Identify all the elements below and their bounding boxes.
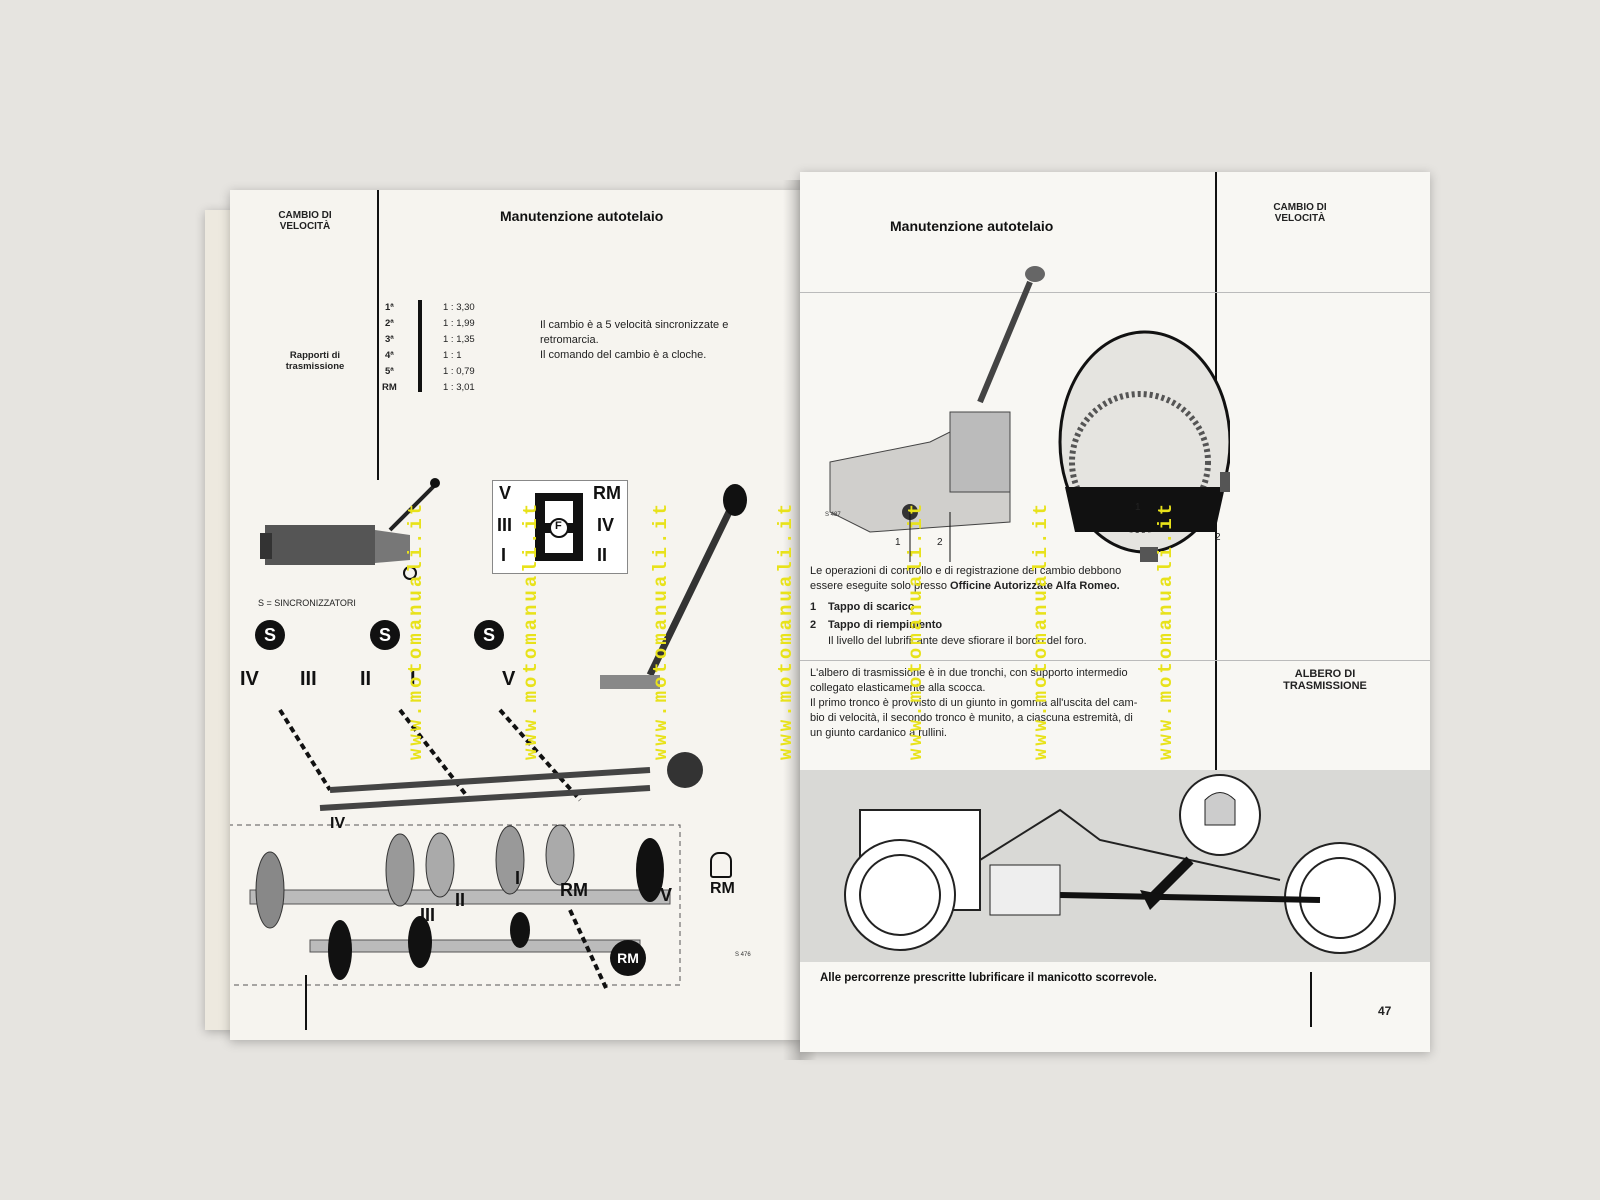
ops-text: Le operazioni di controllo e di registra… bbox=[810, 564, 1230, 594]
shift-pattern-iii: III bbox=[497, 515, 513, 535]
ops-text-line2: essere eseguite solo presso bbox=[810, 580, 951, 592]
shift-pattern-diagram: V RM III IV I II F bbox=[492, 480, 628, 574]
reverse-lamp-icon bbox=[710, 852, 732, 878]
right-section-header: CAMBIO DI VELOCITÀ bbox=[1273, 202, 1327, 224]
shaft-section-header: ALBERO DI TRASMISSIONE bbox=[1283, 668, 1367, 692]
rm-circle: RM bbox=[610, 940, 646, 976]
right-footer-divider bbox=[1310, 972, 1312, 1027]
shift-pattern-v: V bbox=[499, 483, 512, 503]
synchro-1-left: IV bbox=[240, 668, 259, 690]
ratios-label: Rapporti di trasmissione bbox=[285, 350, 345, 372]
gear-label-rm: RM bbox=[560, 880, 588, 900]
shift-pattern-iv: IV bbox=[597, 515, 615, 535]
left-footer-divider bbox=[305, 975, 307, 1030]
synchro-s-2: S bbox=[370, 620, 400, 650]
item-note: Il livello del lubrificante deve sfiorar… bbox=[828, 635, 1087, 647]
synchro-2-left: II bbox=[360, 668, 372, 690]
driveshaft-panel bbox=[800, 770, 1430, 962]
gearbox-side-illustration bbox=[260, 478, 440, 580]
gear-label-iv: IV bbox=[330, 815, 346, 832]
gear-label-v: V bbox=[660, 885, 673, 905]
callout-1a: 1 bbox=[895, 537, 901, 548]
shift-pattern-f: F bbox=[555, 520, 562, 532]
shift-pattern-i: I bbox=[501, 545, 507, 565]
ratio-value-1: 1 : 3,30 bbox=[443, 302, 475, 313]
sync-caption: S = SINCRONIZZATORI bbox=[258, 598, 356, 608]
exploded-gearbox-illustration bbox=[230, 484, 747, 990]
gear-label-ii: II bbox=[455, 890, 466, 910]
shaft-description: L'albero di trasmissione è in due tronch… bbox=[810, 667, 1138, 739]
ratio-value-4: 1 : 1 bbox=[443, 350, 462, 361]
ops-text-authorized: Officine Autorizzate Alfa Romeo. bbox=[950, 580, 1120, 592]
watermark-2: www.motomanuali.it bbox=[520, 500, 542, 760]
ratio-gear-1: 1ª bbox=[385, 302, 394, 313]
callout-1b: 1 bbox=[1135, 502, 1141, 513]
synchro-s-1: S bbox=[255, 620, 285, 650]
callout-2a: 2 bbox=[937, 537, 943, 548]
ratio-value-2: 1 : 1,99 bbox=[443, 318, 475, 329]
ratio-value-5: 1 : 0,79 bbox=[443, 366, 475, 377]
shift-pattern-ii: II bbox=[597, 545, 608, 565]
watermark-3: www.motomanuali.it bbox=[650, 500, 672, 760]
right-header-rule bbox=[800, 292, 1430, 293]
ratio-gear-4: 4ª bbox=[385, 350, 394, 361]
right-fig-code: S 487 bbox=[825, 512, 841, 518]
gear-label-i: I bbox=[515, 868, 521, 888]
ratio-value-rm: 1 : 3,01 bbox=[443, 382, 475, 393]
item-2-number: 2 bbox=[810, 619, 817, 631]
ratio-gear-rm: RM bbox=[382, 382, 397, 393]
watermark-7: www.motomanuali.it bbox=[1155, 500, 1177, 760]
synchro-2-right: I bbox=[410, 668, 416, 690]
watermark-5: www.motomanuali.it bbox=[905, 500, 927, 760]
item-1-number: 1 bbox=[810, 601, 817, 613]
watermark-4: www.motomanuali.it bbox=[775, 500, 797, 760]
left-page: CAMBIO DI VELOCITÀ Manutenzione autotela… bbox=[230, 190, 800, 1040]
left-page-title: Manutenzione autotelaio bbox=[500, 208, 664, 224]
synchro-s-3: S bbox=[474, 620, 504, 650]
gear-label-iii: III bbox=[420, 905, 436, 925]
ops-text-line1: Le operazioni di controllo e di registra… bbox=[810, 565, 1122, 577]
right-page: Manutenzione autotelaio CAMBIO DI VELOCI… bbox=[800, 172, 1430, 1052]
driveshaft-caption: Alle percorrenze prescritte lubrificare … bbox=[820, 972, 1157, 984]
ratio-gear-2: 2ª bbox=[385, 318, 394, 329]
shift-gate-shape bbox=[535, 493, 583, 561]
right-page-title: Manutenzione autotelaio bbox=[890, 218, 1054, 234]
page-number: 47 bbox=[1378, 1004, 1392, 1018]
callout-2b: 2 bbox=[1215, 532, 1221, 543]
left-section-header: CAMBIO DI VELOCITÀ bbox=[278, 210, 332, 232]
rm-lamp-label: RM bbox=[710, 880, 735, 897]
ratio-value-3: 1 : 1,35 bbox=[443, 334, 475, 345]
synchro-1-right: III bbox=[300, 668, 317, 690]
gearbox-plugs-illustration bbox=[829, 266, 1230, 562]
item-1-label: Tappo di scarico bbox=[828, 601, 915, 613]
ratio-gear-5: 5ª bbox=[385, 366, 394, 377]
synchro-3-left: V bbox=[502, 668, 516, 690]
watermark-1: www.motomanuali.it bbox=[405, 500, 427, 760]
item-2-label: Tappo di riempimento bbox=[828, 619, 943, 631]
watermark-6: www.motomanuali.it bbox=[1030, 500, 1052, 760]
gearbox-description: Il cambio è a 5 velocità sincronizzate e… bbox=[540, 319, 729, 361]
car-driveshaft-illustration bbox=[844, 774, 1396, 954]
left-fig-code: S 476 bbox=[735, 952, 751, 958]
right-mid-rule bbox=[800, 660, 1430, 661]
shift-pattern-rm: RM bbox=[593, 483, 621, 503]
left-header-divider bbox=[377, 190, 379, 480]
ratio-gear-3: 3ª bbox=[385, 334, 394, 345]
ratios-bar bbox=[418, 300, 422, 392]
